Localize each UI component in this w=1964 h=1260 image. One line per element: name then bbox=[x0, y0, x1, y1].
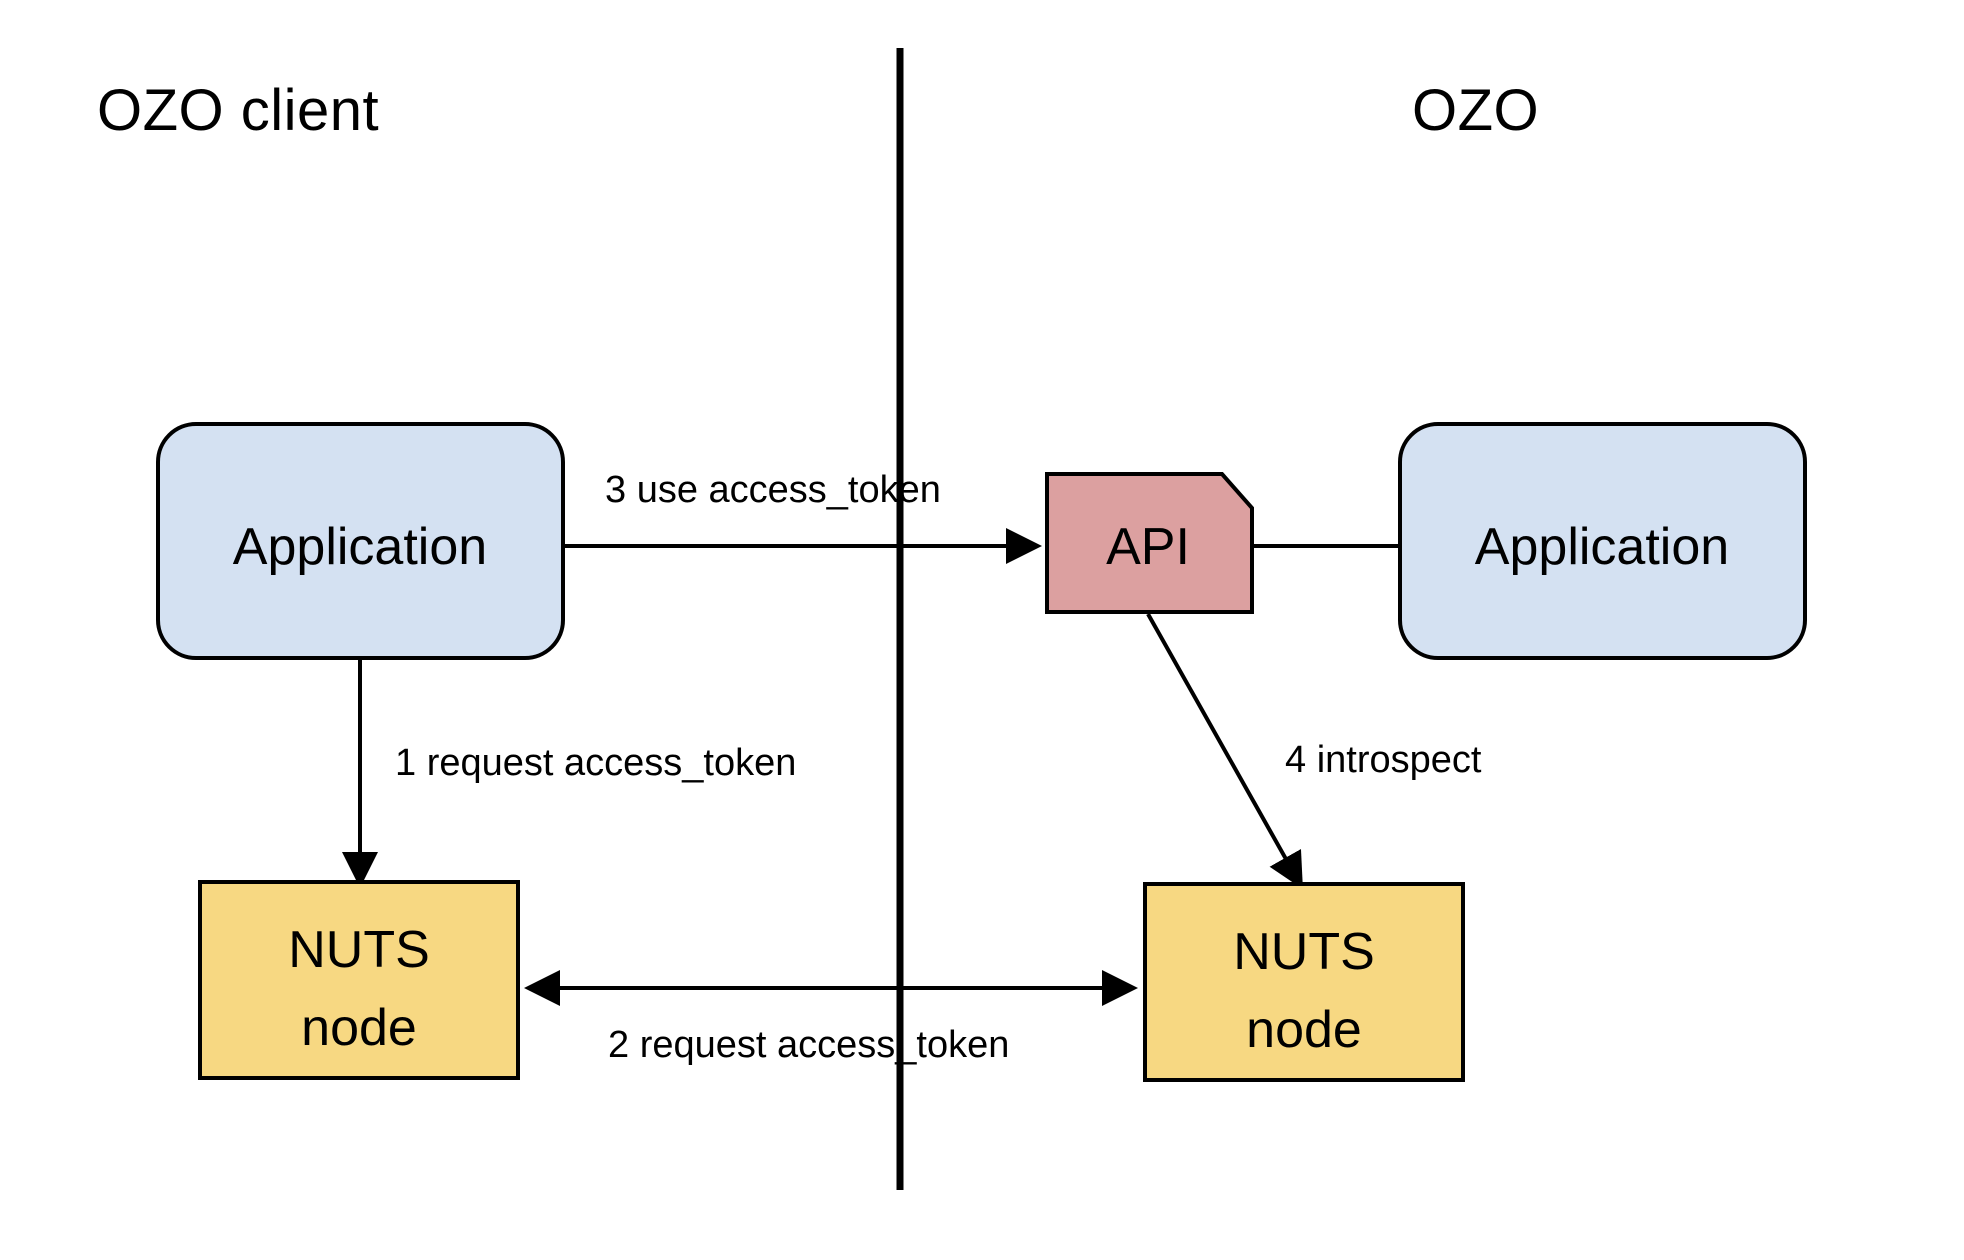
node-ozo-application[interactable]: Application bbox=[1398, 422, 1807, 660]
edge-4-introspect-line bbox=[1146, 613, 1303, 890]
node-ozo-application-label: Application bbox=[1475, 518, 1729, 576]
node-ozo-nuts-node[interactable]: NUTS node bbox=[1143, 882, 1465, 1082]
node-ozo-application-shape[interactable] bbox=[1398, 422, 1807, 660]
zone-title-right: OZO bbox=[1412, 78, 1539, 143]
node-client-application-shape[interactable] bbox=[156, 422, 565, 660]
node-client-nuts-node-label-line1: NUTS bbox=[288, 921, 430, 979]
node-client-application[interactable]: Application bbox=[156, 422, 565, 660]
node-api[interactable]: API bbox=[1045, 472, 1254, 614]
edge-4-label: 4 introspect bbox=[1285, 739, 1482, 781]
edge-1-label: 1 request access_token bbox=[395, 742, 796, 784]
node-api-label: API bbox=[1106, 518, 1190, 576]
edge-2-label: 2 request access_token bbox=[608, 1024, 1009, 1066]
node-client-nuts-node-shape[interactable] bbox=[198, 880, 520, 1080]
node-ozo-nuts-node-label-line1: NUTS bbox=[1233, 923, 1375, 981]
node-client-nuts-node-label-line2: node bbox=[301, 999, 417, 1057]
node-ozo-nuts-node-shape[interactable] bbox=[1143, 882, 1465, 1082]
zone-title-left: OZO client bbox=[97, 78, 379, 143]
node-ozo-nuts-node-label-line2: node bbox=[1246, 1001, 1362, 1059]
node-client-application-label: Application bbox=[233, 518, 487, 576]
node-api-shape[interactable] bbox=[1045, 472, 1254, 614]
node-client-nuts-node[interactable]: NUTS node bbox=[198, 880, 520, 1080]
edge-3-label: 3 use access_token bbox=[605, 469, 941, 511]
